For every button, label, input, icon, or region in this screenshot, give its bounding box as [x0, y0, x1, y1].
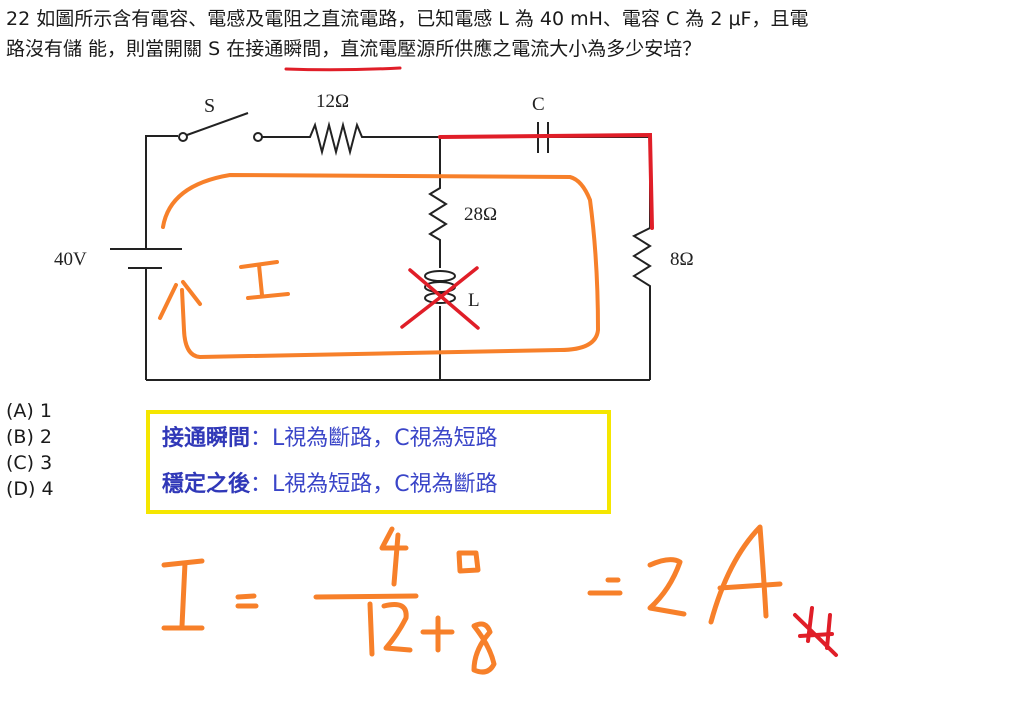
formula-numerator-40 — [379, 526, 481, 587]
current-loop-path — [161, 172, 601, 360]
formula-result-2 — [647, 557, 687, 617]
note-lead-steady: 穩定之後 — [162, 472, 251, 497]
resistor-8-label: 8Ω — [670, 249, 694, 270]
answer-mark-icon — [793, 606, 838, 657]
fraction-bar — [313, 593, 419, 600]
switch-terminal-left — [178, 132, 188, 142]
underline-annotation — [284, 66, 402, 72]
note-rest-steady: ：L視為短路，C視為斷路 — [250, 472, 498, 497]
circuit-diagram: S 12Ω C 28Ω L 8Ω 40V — [54, 91, 694, 381]
formula-denominator-12-plus-8 — [367, 601, 497, 675]
option-c[interactable]: (C) 3 — [6, 452, 53, 474]
formula-result-A — [708, 524, 783, 625]
question-line-1: 22 如圖所示含有電容、電感及電阻之直流電路，已知電感 L 為 40 mH、電容… — [6, 8, 809, 30]
option-a[interactable]: (A) 1 — [6, 400, 52, 422]
question-line-2-prefix: 路沒有儲 能，則當開關 S — [6, 38, 227, 60]
current-label-I — [239, 260, 290, 300]
resistor-12-label: 12Ω — [316, 91, 349, 112]
note-line-steady: 穩定之後：L視為短路，C視為斷路 — [162, 466, 498, 498]
formula-equals-1 — [235, 593, 259, 609]
inductor-label: L — [468, 290, 480, 311]
source-label: 40V — [54, 249, 87, 270]
formula-equals-2 — [587, 577, 623, 596]
question-line-2-suffix: ，直流電壓源所供應之電流大小為多少安培？ — [321, 38, 702, 60]
current-arrow-icon — [158, 280, 202, 320]
note-box: 接通瞬間：L視為斷路，C視為短路 穩定之後：L視為短路，C視為斷路 — [146, 410, 611, 514]
question-text: 22 如圖所示含有電容、電感及電阻之直流電路，已知電感 L 為 40 mH、電容… — [6, 4, 1021, 64]
option-d[interactable]: (D) 4 — [6, 478, 54, 500]
handwritten-formula — [161, 524, 838, 675]
resistor-28-label: 28Ω — [464, 204, 497, 225]
question-line-2: 路沒有儲 能，則當開關 S 在接通瞬間，直流電壓源所供應之電流大小為多少安培？ — [6, 34, 1021, 64]
note-rest-instant: ：L視為斷路，C視為短路 — [250, 426, 498, 451]
note-line-instant: 接通瞬間：L視為斷路，C視為短路 — [162, 420, 498, 452]
option-b[interactable]: (B) 2 — [6, 426, 52, 448]
answer-options: (A) 1 (B) 2 (C) 3 (D) 4 — [6, 398, 54, 502]
formula-I — [161, 558, 205, 631]
circuit-wires — [110, 112, 652, 381]
capacitor-label: C — [532, 94, 545, 115]
capacitor-short-path — [438, 132, 654, 230]
switch-blade — [186, 112, 249, 136]
note-lead-instant: 接通瞬間 — [162, 426, 251, 451]
switch-terminal-right — [253, 132, 263, 142]
inductor-cross-icon — [400, 266, 480, 330]
underlined-phrase: 在接通瞬間 — [226, 38, 322, 60]
switch-label: S — [204, 95, 215, 117]
